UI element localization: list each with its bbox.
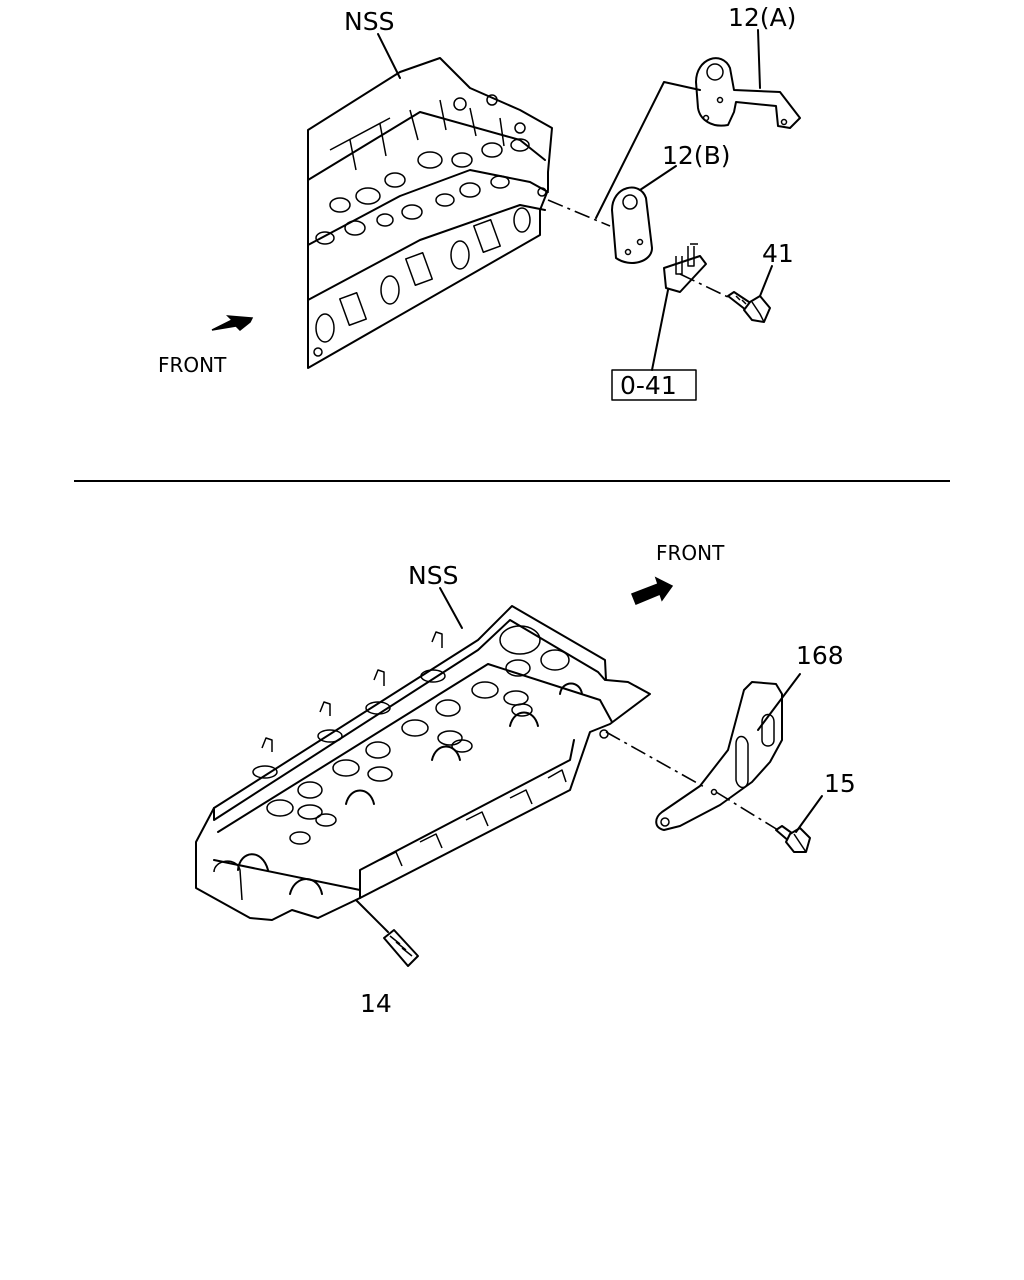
lower-cylinder-head [195, 605, 651, 921]
arrow-icon [211, 315, 254, 332]
stud-icon [383, 929, 419, 967]
callout-15: 15 [824, 769, 856, 798]
bracket-12a [695, 57, 801, 129]
upper-nss-callout: NSS [344, 7, 394, 36]
lower-front-label: FRONT [656, 541, 725, 565]
upper-cylinder-head [307, 57, 553, 369]
arrow-icon [631, 576, 674, 605]
callout-12b: 12(B) [662, 141, 730, 170]
lower-view: FRONT [195, 541, 856, 1018]
bracket-168 [655, 681, 783, 831]
ref-box-label: 0-41 [620, 371, 677, 400]
bolt-icon [727, 291, 771, 323]
upper-view: NSS 12(A) 12(B) 0-41 [158, 3, 801, 401]
callout-41: 41 [762, 239, 794, 268]
bracket-12b [611, 186, 653, 264]
clip-0-41 [663, 243, 707, 293]
ref-box [611, 369, 697, 401]
callout-14: 14 [360, 989, 392, 1018]
bolt-icon [775, 825, 811, 853]
upper-front-label: FRONT [158, 353, 227, 377]
lower-nss-callout: NSS [408, 561, 458, 590]
callout-12a: 12(A) [728, 3, 796, 32]
callout-168: 168 [796, 641, 844, 670]
